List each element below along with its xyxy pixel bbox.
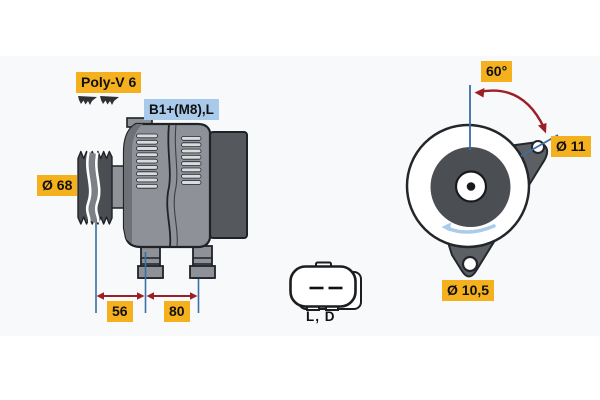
connector-pins-label: L, D <box>306 309 336 324</box>
connector-face <box>289 265 357 308</box>
vent-fins-front <box>136 133 158 189</box>
vent-fins-rear <box>181 136 202 185</box>
dim-56-label: 56 <box>107 301 133 322</box>
rear-cover <box>209 131 248 239</box>
shaft-center-dot <box>466 182 476 191</box>
alternator-front-view <box>405 85 559 278</box>
mount-hole-top-label: Ø 11 <box>551 136 591 157</box>
connector-diagram <box>289 261 362 311</box>
alternator-side-view <box>77 96 248 313</box>
pulley <box>77 150 113 225</box>
rotation-arrow-icon <box>441 222 496 234</box>
angle-label: 60° <box>481 61 513 82</box>
terminal-label: B1+(M8),L <box>144 99 219 120</box>
mount-hole-bottom-label: Ø 10,5 <box>442 280 495 301</box>
mounting-feet <box>137 245 216 279</box>
belt-profile-icon <box>78 96 119 105</box>
housing-seam-2 <box>173 124 178 247</box>
mount-hole-bottom <box>461 255 479 273</box>
dim-80-label: 80 <box>164 301 190 322</box>
dimension-lines <box>95 223 200 313</box>
angle-arrow-icon <box>474 88 547 134</box>
pulley-diameter-label: Ø 68 <box>37 175 78 196</box>
belt-type-label: Poly-V 6 <box>76 72 142 93</box>
dimension-arrow-80 <box>146 292 198 300</box>
housing-shading <box>124 124 143 243</box>
dimension-arrow-56 <box>96 292 145 300</box>
housing-seam <box>166 124 172 247</box>
